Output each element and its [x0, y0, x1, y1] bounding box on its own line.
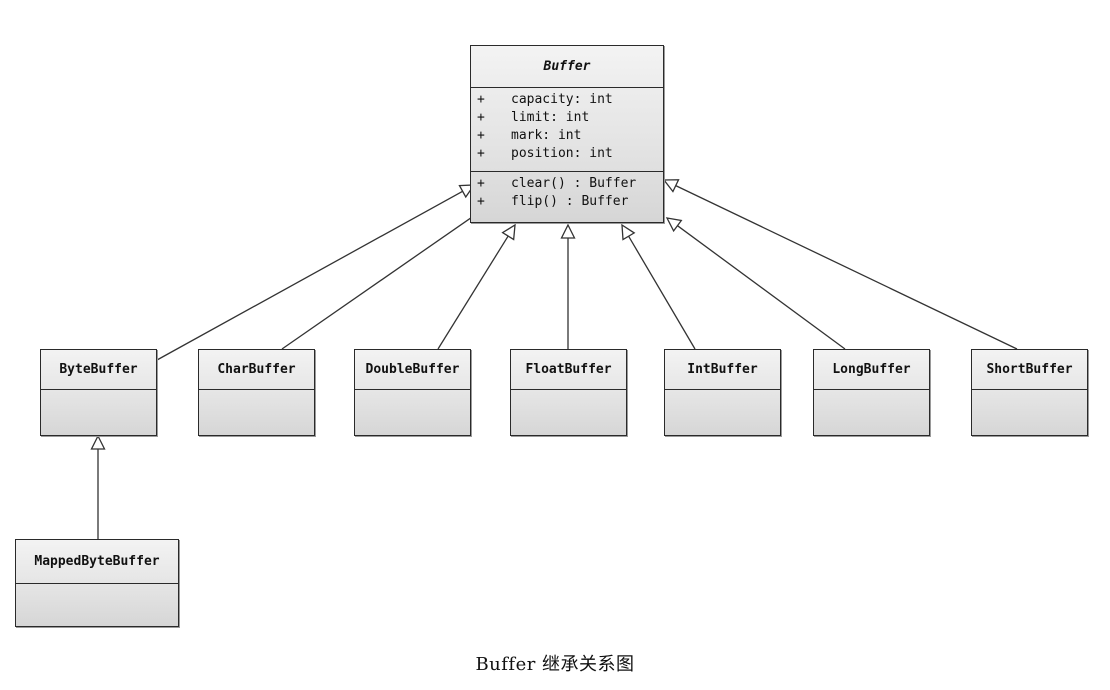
hollow-triangle-arrowhead [662, 179, 680, 193]
hollow-triangle-arrowhead [560, 223, 576, 239]
edge-intbuffer-buffer [621, 223, 696, 350]
class-mappedbytebuffer: MappedByteBuffer [15, 539, 179, 627]
class-name: ByteBuffer [59, 361, 138, 377]
hollow-triangle-arrowhead [665, 217, 683, 233]
class-name: FloatBuffer [525, 361, 612, 377]
visibility-marker: + [477, 146, 485, 161]
edge-shortbuffer-buffer [662, 179, 1018, 350]
class-buffer-header: Buffer [471, 46, 663, 88]
class-header: MappedByteBuffer [16, 540, 178, 584]
generalization-line [677, 225, 846, 350]
visibility-marker: + [477, 194, 485, 209]
attribute-row: + capacity: int [477, 91, 657, 109]
visibility-marker: + [477, 92, 485, 107]
operation-text: clear() : Buffer [511, 176, 637, 191]
visibility-marker: + [477, 176, 485, 191]
edge-bytebuffer-buffer [156, 184, 476, 361]
generalization-line [156, 190, 463, 361]
attribute-row: + limit: int [477, 109, 657, 127]
generalization-line [628, 235, 696, 350]
class-name: CharBuffer [217, 361, 296, 377]
class-name: DoubleBuffer [365, 361, 460, 377]
edge-longbuffer-buffer [665, 217, 846, 350]
class-header: ShortBuffer [972, 350, 1087, 390]
edge-charbuffer-buffer [281, 205, 490, 350]
attribute-text: limit: int [511, 110, 590, 125]
class-charbuffer: CharBuffer [198, 349, 315, 436]
edge-floatbuffer-buffer [560, 223, 576, 349]
operation-row: + clear() : Buffer [477, 175, 657, 193]
class-name: ShortBuffer [986, 361, 1073, 377]
class-bytebuffer: ByteBuffer [40, 349, 157, 436]
class-buffer: Buffer + capacity: int + limit: int + ma… [470, 45, 664, 223]
buffer-operations: + clear() : Buffer + flip() : Buffer [471, 172, 663, 213]
figure-caption: Buffer 继承关系图 [475, 654, 635, 675]
class-intbuffer: IntBuffer [664, 349, 781, 436]
operation-row: + flip() : Buffer [477, 193, 657, 211]
class-header: CharBuffer [199, 350, 314, 390]
hollow-triangle-arrowhead [501, 223, 516, 241]
generalization-line [281, 212, 478, 350]
visibility-marker: + [477, 128, 485, 143]
attribute-text: capacity: int [511, 92, 613, 107]
class-shortbuffer: ShortBuffer [971, 349, 1088, 436]
generalization-line [437, 235, 509, 350]
edge-mappedbytebuffer-bytebuffer [90, 434, 106, 539]
attribute-text: mark: int [511, 128, 582, 143]
class-header: IntBuffer [665, 350, 780, 390]
attribute-row: + mark: int [477, 127, 657, 145]
class-buffer-name: Buffer [543, 58, 591, 74]
class-floatbuffer: FloatBuffer [510, 349, 627, 436]
edge-doublebuffer-buffer [437, 223, 516, 350]
class-longbuffer: LongBuffer [813, 349, 930, 436]
class-header: DoubleBuffer [355, 350, 470, 390]
class-header: LongBuffer [814, 350, 929, 390]
class-header: FloatBuffer [511, 350, 626, 390]
generalization-line [675, 185, 1018, 350]
hollow-triangle-arrowhead [90, 434, 106, 450]
class-name: LongBuffer [832, 361, 911, 377]
attribute-text: position: int [511, 146, 613, 161]
attribute-row: + position: int [477, 145, 657, 163]
operation-text: flip() : Buffer [511, 194, 629, 209]
class-name: MappedByteBuffer [34, 553, 160, 569]
class-header: ByteBuffer [41, 350, 156, 390]
visibility-marker: + [477, 110, 485, 125]
class-name: IntBuffer [687, 361, 758, 377]
buffer-attributes: + capacity: int + limit: int + mark: int… [471, 88, 663, 172]
class-doublebuffer: DoubleBuffer [354, 349, 471, 436]
hollow-triangle-arrowhead [621, 223, 636, 241]
